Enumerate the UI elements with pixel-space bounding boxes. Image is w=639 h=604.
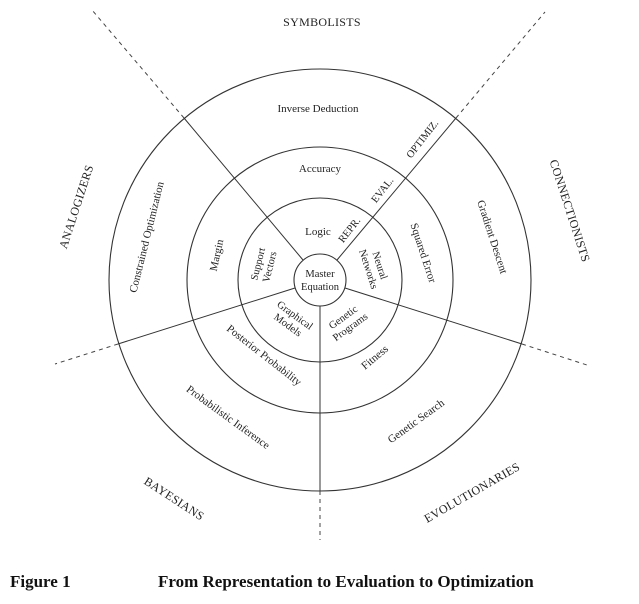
opt-label-evolutionaries: Genetic Search — [386, 397, 448, 446]
tribe-label-analogizers: ANALOGIZERS — [56, 163, 96, 250]
figure-caption: Figure 1 From Representation to Evaluati… — [10, 572, 630, 596]
eval-label-evolutionaries: Fitness — [359, 343, 391, 372]
ring-marker-eval: EVAL. — [370, 176, 397, 206]
eval-label-connectionists: Squared Error — [408, 222, 439, 285]
dashed-ext-top-right — [455, 11, 546, 119]
divider-bayesians-analogizers — [117, 287, 296, 345]
dashed-ext-right — [521, 343, 591, 367]
dashed-ext-top-left — [91, 9, 185, 119]
divider-connectionists-evolutionaries — [344, 287, 523, 345]
repr-label-evolutionaries: Genetic Programs — [327, 304, 370, 344]
figure-number: Figure 1 — [10, 572, 71, 591]
opt-label-connectionists: Gradient Descent — [474, 199, 509, 276]
repr-label-connectionists: Neural Networks — [356, 248, 389, 290]
ring-marker-optimiz: OPTIMIZ. — [405, 118, 442, 160]
tribe-label-evolutionaries: EVOLUTIONARIES — [422, 459, 523, 525]
divider-analogizers-symbolists — [183, 117, 304, 261]
repr-label-bayesians: Graphical Models — [271, 299, 314, 339]
opt-label-analogizers: Constrained Optimization — [127, 180, 166, 294]
center-label-line2: Equation — [301, 282, 340, 293]
tribe-label-symbolists: SYMBOLISTS — [283, 15, 361, 29]
ring-marker-repr: REPR. — [337, 216, 363, 246]
tribe-label-bayesians: BAYESIANS — [141, 474, 206, 523]
figure-title: From Representation to Evaluation to Opt… — [158, 572, 534, 591]
tribe-label-connectionists: CONNECTIONISTS — [547, 158, 593, 264]
eval-label-analogizers: Margin — [208, 238, 227, 272]
repr-label-analogizers: Support Vectors — [249, 247, 279, 284]
eval-label-symbolists: Accuracy — [299, 163, 342, 175]
divider-symbolists-connectionists — [336, 117, 457, 261]
opt-label-symbolists: Inverse Deduction — [278, 103, 359, 115]
center-circle — [293, 253, 347, 307]
dashed-ext-left — [54, 343, 119, 365]
repr-label-symbolists: Logic — [305, 226, 331, 238]
opt-label-bayesians: Probabilistic Inference — [184, 383, 272, 451]
center-label-line1: Master — [305, 269, 335, 280]
